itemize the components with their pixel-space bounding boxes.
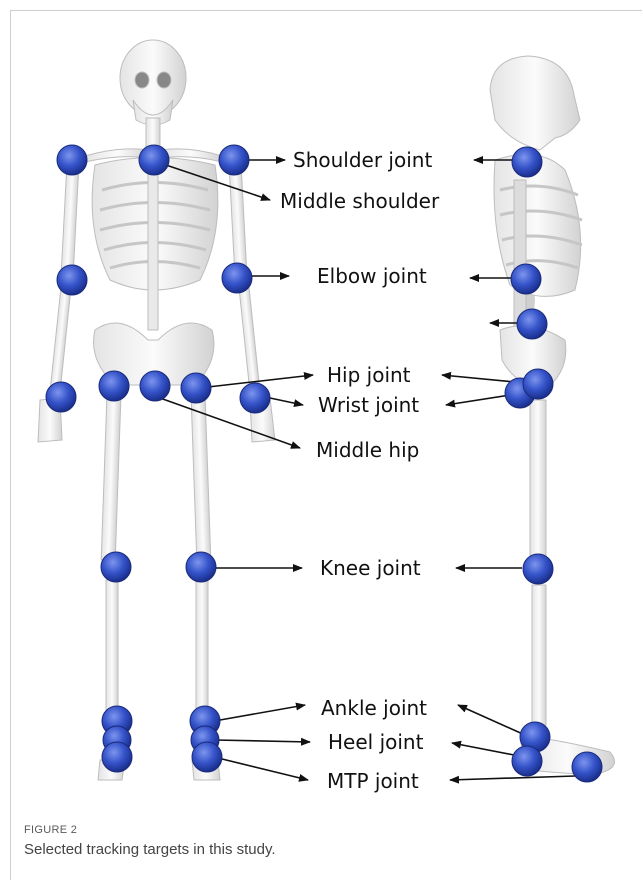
marker-left-wrist bbox=[46, 382, 76, 412]
label-shoulder-joint: Shoulder joint bbox=[293, 148, 432, 172]
arrow-mtp-front bbox=[218, 758, 308, 780]
marker-side-pelvis bbox=[517, 309, 547, 339]
marker-right-shoulder bbox=[219, 145, 249, 175]
label-knee-joint: Knee joint bbox=[320, 556, 421, 580]
arrow-wrist-side bbox=[446, 395, 510, 405]
marker-middle-shoulder bbox=[139, 145, 169, 175]
marker-right-mtp bbox=[192, 742, 222, 772]
marker-left-shoulder bbox=[57, 145, 87, 175]
marker-side-shoulder bbox=[512, 147, 542, 177]
arrow-ankle-side bbox=[458, 705, 525, 735]
marker-side-knee bbox=[523, 554, 553, 584]
marker-side-heel bbox=[512, 746, 542, 776]
figure-number: FIGURE 2 bbox=[24, 824, 77, 836]
marker-left-elbow bbox=[57, 265, 87, 295]
marker-middle-hip bbox=[140, 371, 170, 401]
label-mtp-joint: MTP joint bbox=[327, 769, 419, 793]
arrow-heel-front bbox=[215, 740, 310, 742]
figure-caption: Selected tracking targets in this study. bbox=[24, 841, 276, 858]
label-hip-joint: Hip joint bbox=[327, 363, 411, 387]
label-elbow-joint: Elbow joint bbox=[317, 264, 427, 288]
arrow-mtp-side bbox=[450, 776, 575, 780]
arrow-heel-side bbox=[452, 743, 514, 755]
marker-right-knee bbox=[186, 552, 216, 582]
marker-left-knee bbox=[101, 552, 131, 582]
arrow-wrist-front bbox=[270, 398, 303, 405]
marker-right-hip bbox=[181, 373, 211, 403]
side-skeleton bbox=[490, 56, 615, 775]
label-ankle-joint: Ankle joint bbox=[321, 696, 427, 720]
label-middle-hip: Middle hip bbox=[316, 438, 419, 462]
label-wrist-joint: Wrist joint bbox=[318, 393, 419, 417]
marker-side-elbow bbox=[511, 264, 541, 294]
marker-side-mtp bbox=[572, 752, 602, 782]
label-middle-shoulder: Middle shoulder bbox=[280, 189, 440, 213]
arrow-ankle-front bbox=[220, 705, 305, 720]
arrow-middle-hip bbox=[160, 398, 300, 448]
marker-left-hip bbox=[99, 371, 129, 401]
marker-left-mtp bbox=[102, 742, 132, 772]
joint-labels: Shoulder joint Middle shoulder Elbow joi… bbox=[280, 148, 440, 793]
marker-side-hip bbox=[523, 369, 553, 399]
marker-right-wrist bbox=[240, 383, 270, 413]
label-heel-joint: Heel joint bbox=[328, 730, 424, 754]
marker-right-elbow bbox=[222, 263, 252, 293]
